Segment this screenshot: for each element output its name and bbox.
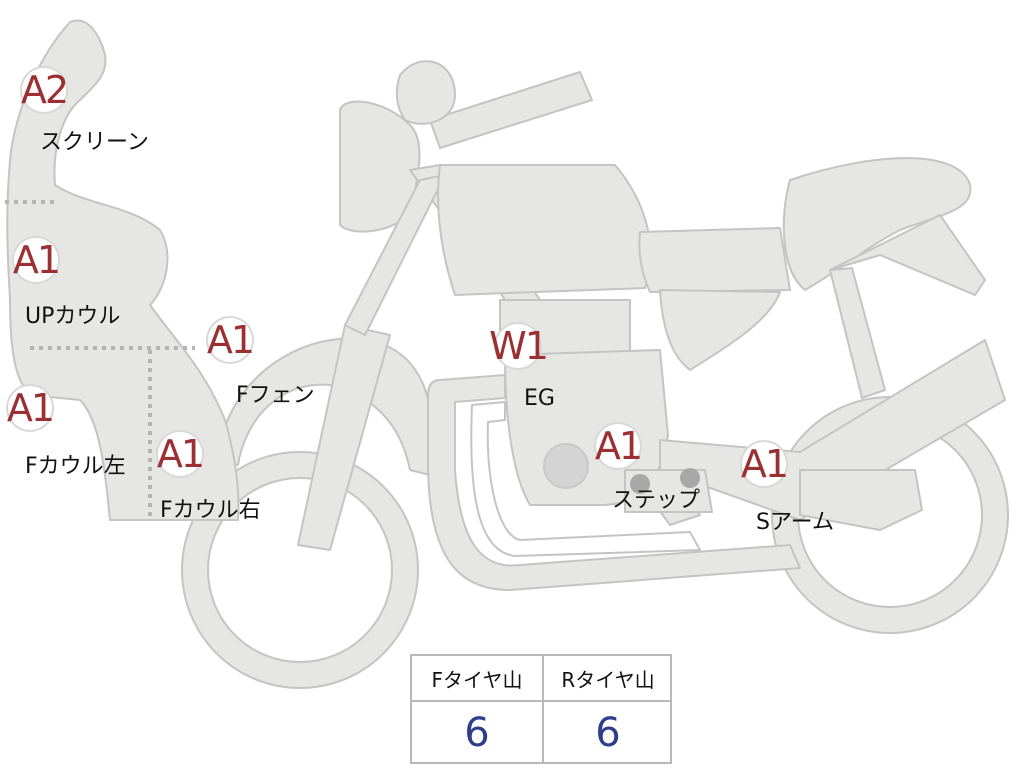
part-label-screen: スクリーン (40, 130, 149, 155)
mirror-cover (339, 100, 421, 233)
step-peg-left (630, 474, 650, 494)
part-label-f-fender: Fフェン (236, 383, 315, 408)
part-label-f-cowl-right: Fカウル右 (160, 498, 261, 523)
part-label-swing-arm: Sアーム (756, 510, 834, 535)
part-label-up-cowl: UPカウル (25, 304, 121, 329)
grade-badge-swing-arm: A1 (740, 442, 789, 486)
handlebar (429, 71, 593, 149)
part-label-engine: EG (524, 386, 555, 411)
grade-badge-screen: A2 (20, 68, 69, 112)
grade-badge-f-fender: A1 (206, 318, 255, 362)
front-wheel-hub (207, 477, 393, 663)
fuel-tank (437, 164, 652, 296)
table-divider-vertical (542, 656, 544, 762)
exhaust-inner (470, 401, 701, 557)
rear-tread-header: Rタイヤ山 (561, 667, 655, 692)
engine-cover-circle (543, 443, 589, 489)
front-tread-value: 6 (464, 710, 490, 756)
headlight (395, 60, 456, 125)
grade-badge-step: A1 (594, 424, 643, 468)
grade-badge-up-cowl: A1 (12, 238, 61, 282)
table-divider-horizontal (412, 700, 670, 702)
seat-front (638, 227, 791, 293)
tire-tread-table: Fタイヤ山 Rタイヤ山 6 6 (410, 654, 672, 764)
front-fork (297, 324, 391, 551)
grade-badge-engine: W1 (489, 324, 549, 368)
frame-front (344, 174, 446, 336)
front-tread-header: Fタイヤ山 (431, 667, 523, 692)
part-label-step: ステップ (612, 488, 701, 513)
part-label-f-cowl-left: Fカウル左 (25, 454, 126, 479)
chain-guard (799, 469, 923, 531)
rear-shock (829, 267, 886, 399)
tail-cowl (829, 214, 986, 296)
rear-tread-value: 6 (595, 710, 621, 756)
cowl-shape (6, 19, 240, 521)
grade-badge-f-cowl-right: A1 (156, 432, 205, 476)
exhaust-pipe (427, 374, 801, 591)
step-peg-right (680, 468, 700, 488)
grade-badge-f-cowl-left: A1 (6, 386, 55, 430)
side-cover (659, 289, 781, 371)
seat-rear (782, 157, 972, 291)
